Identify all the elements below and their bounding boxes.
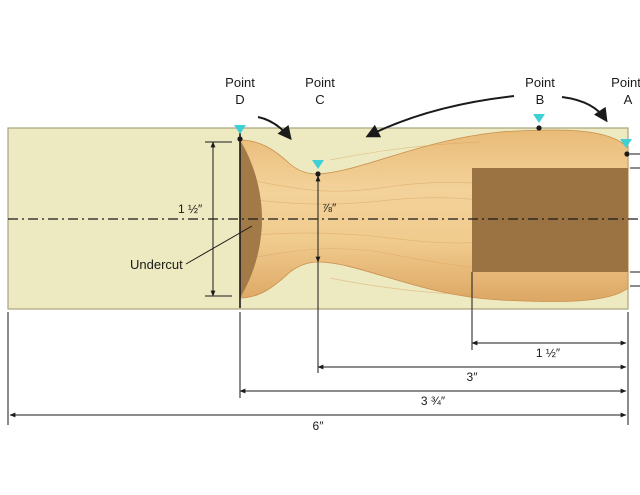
bore-depth-label: 1 ½″ bbox=[536, 346, 561, 360]
point-d-marker bbox=[234, 125, 246, 142]
point-b-marker bbox=[533, 114, 545, 131]
neck-label: ⅞″ bbox=[322, 201, 337, 215]
point-d-letter: D bbox=[235, 92, 244, 107]
height-dimension bbox=[205, 141, 232, 297]
point-a-marker bbox=[620, 139, 632, 157]
point-d-word: Point bbox=[225, 75, 255, 90]
d-to-c-label: 3″ bbox=[467, 370, 479, 384]
height-label: 1 ½″ bbox=[178, 202, 203, 216]
triangle-marker-icon bbox=[620, 139, 632, 148]
triangle-marker-icon bbox=[533, 114, 545, 123]
height-label-bg bbox=[174, 201, 210, 217]
point-c-letter: C bbox=[315, 92, 324, 107]
d-to-a-label: 3 ¾″ bbox=[421, 394, 446, 408]
point-c-word: Point bbox=[305, 75, 335, 90]
undercut-leader bbox=[185, 225, 253, 265]
bore-extension-lines bbox=[630, 153, 640, 287]
overall-label: 6″ bbox=[313, 419, 325, 433]
curved-arrow-icon bbox=[365, 95, 515, 138]
point-b-word: Point bbox=[525, 75, 555, 90]
triangle-marker-icon bbox=[234, 125, 246, 134]
wood-grain bbox=[249, 141, 501, 296]
point-a-word: Point bbox=[611, 75, 640, 90]
point-b-letter: B bbox=[536, 92, 545, 107]
curved-arrow-icon bbox=[257, 116, 292, 141]
point-a-letter: A bbox=[624, 92, 633, 107]
undercut-label: Undercut bbox=[130, 257, 183, 272]
dimension-extension-lines bbox=[7, 262, 629, 425]
bore-hole bbox=[472, 168, 628, 272]
triangle-marker-icon bbox=[312, 160, 324, 169]
point-c-marker bbox=[312, 160, 324, 177]
curved-arrow-icon bbox=[561, 96, 608, 123]
